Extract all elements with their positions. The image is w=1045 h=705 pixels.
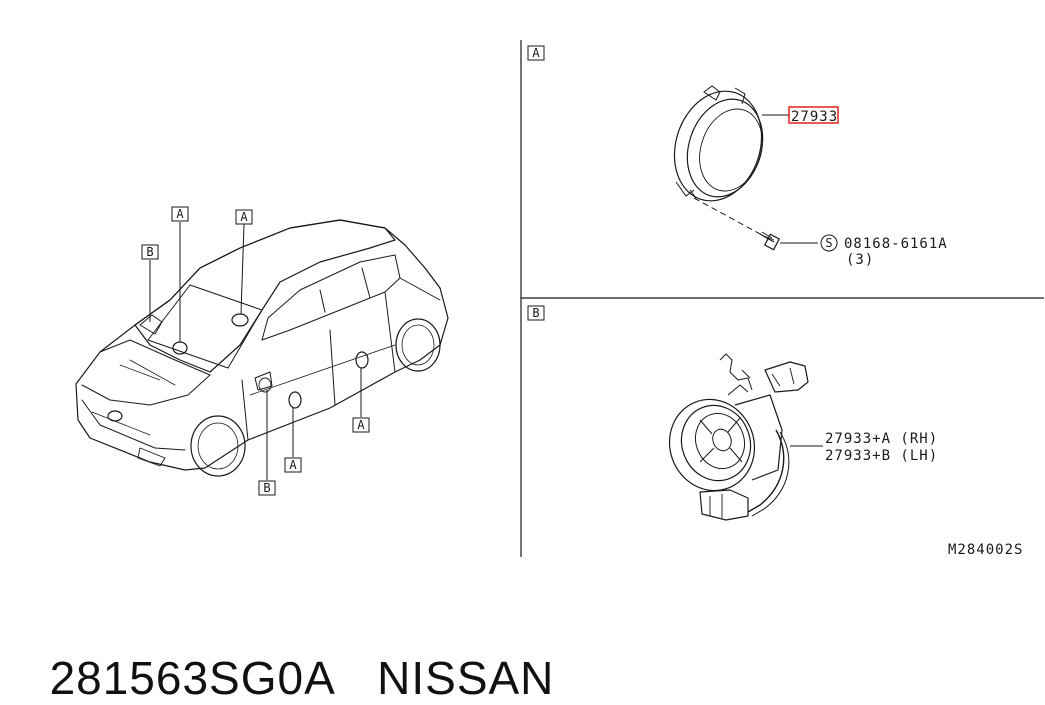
part-highlight-box <box>788 106 839 124</box>
callout-car-a3: A <box>284 457 302 473</box>
speaker-b-part-lh[interactable]: 27933+B (LH) <box>825 448 938 464</box>
speaker-a-part-number[interactable]: 27933 <box>791 109 838 125</box>
svg-text:A: A <box>240 210 248 224</box>
callout-car-a1: A <box>171 206 189 222</box>
svg-text:S: S <box>825 236 832 250</box>
speaker-b-part-rh[interactable]: 27933+A (RH) <box>825 431 938 447</box>
footer-part-number[interactable]: 281563SG0A <box>49 652 336 704</box>
svg-text:A: A <box>176 207 184 221</box>
panel-a-tag: A <box>527 45 545 61</box>
parts-diagram: A A B B A A A 27 <box>75 40 1044 558</box>
footer-caption: 281563SG0A NISSAN <box>22 597 554 705</box>
speaker-b-drawing <box>668 353 809 521</box>
callout-car-a4: A <box>352 417 370 433</box>
diagram-code: M284002S <box>948 542 1023 558</box>
car-illustration <box>75 219 449 477</box>
screw-drawing <box>759 231 781 251</box>
screw-part-number[interactable]: 08168-6161A <box>844 236 948 252</box>
car-leader-lines <box>149 222 362 480</box>
callout-car-b1: B <box>141 244 159 260</box>
svg-text:A: A <box>289 458 297 472</box>
svg-text:A: A <box>357 418 365 432</box>
speaker-a-axis <box>693 197 763 236</box>
footer-brand: NISSAN <box>377 652 555 704</box>
screw-quantity: (3) <box>846 252 874 268</box>
svg-text:B: B <box>263 481 270 495</box>
callout-car-a2: A <box>235 209 253 225</box>
screw-symbol: S <box>820 234 838 252</box>
svg-text:B: B <box>146 245 153 259</box>
svg-text:A: A <box>532 46 540 60</box>
callout-car-b2: B <box>258 480 276 496</box>
speaker-a-drawing <box>673 85 764 202</box>
svg-text:B: B <box>532 306 539 320</box>
panel-b-tag: B <box>527 305 545 321</box>
